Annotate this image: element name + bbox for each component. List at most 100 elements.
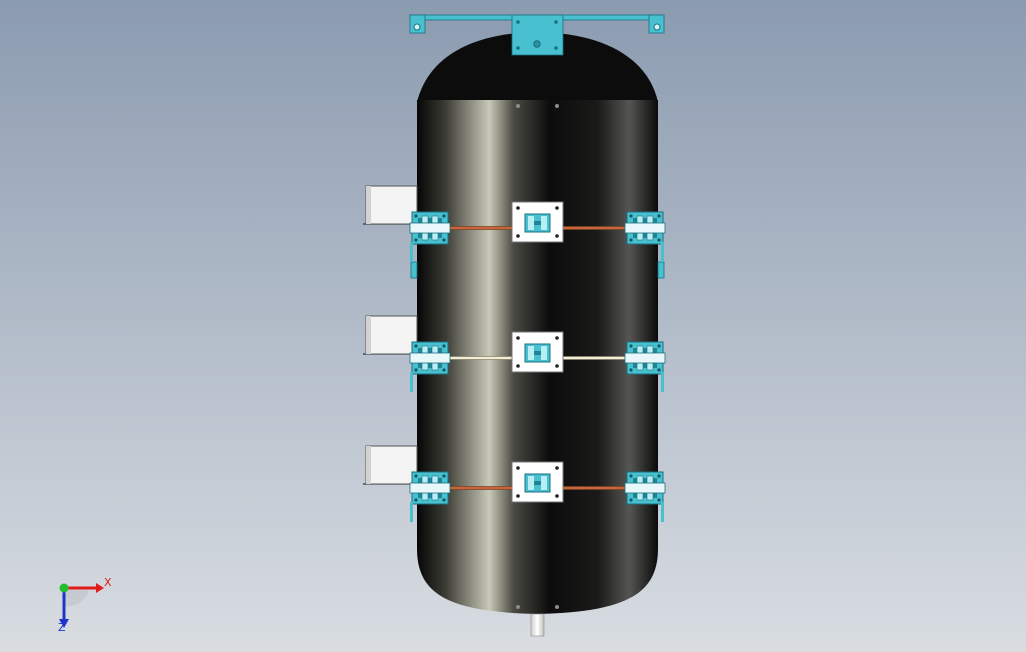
clamp-bolt	[442, 368, 446, 372]
tank-dot	[516, 605, 520, 609]
clamp-bolt	[442, 344, 446, 348]
tank-bolt-dots	[516, 104, 559, 609]
plate-bolt	[516, 364, 520, 368]
tank-body[interactable]	[417, 32, 658, 614]
right-clamp	[624, 211, 666, 245]
left-clamp-leg	[410, 242, 413, 262]
view-triad[interactable]	[59, 583, 104, 628]
clamp-bolt	[657, 238, 661, 242]
plate-clamp-jaw	[528, 346, 534, 360]
x-axis-arrowhead	[96, 583, 104, 593]
side-box-edge	[366, 316, 371, 354]
side-box-edge	[366, 186, 371, 224]
side-box-edge	[366, 446, 371, 484]
clamp-bolt-bar	[624, 352, 666, 364]
clamp-bolt	[629, 238, 633, 242]
plate-bolt	[555, 494, 559, 498]
right-clamp	[624, 471, 666, 505]
top-mounting-bracket[interactable]	[409, 14, 665, 56]
tank-dot	[516, 104, 520, 108]
side-mount-box	[365, 445, 418, 485]
right-clamp-leg	[661, 372, 664, 392]
plate-bolt	[516, 336, 520, 340]
plate-clamp-jaw	[541, 216, 547, 230]
plate-bolt	[516, 234, 520, 238]
plate-bolt	[516, 206, 520, 210]
clamp-band	[363, 315, 666, 392]
plate-bolt	[555, 336, 559, 340]
bracket-right-hole	[653, 23, 661, 31]
clamp-bolt	[414, 238, 418, 242]
plate-clamp-jaw	[528, 216, 534, 230]
z-axis-arrowhead	[59, 619, 69, 628]
bracket-left-hole	[413, 23, 421, 31]
plate-bolt	[555, 364, 559, 368]
side-mount-box	[365, 315, 418, 355]
right-side-tab	[657, 261, 665, 279]
tank-dot	[555, 605, 559, 609]
bracket-bolt	[554, 46, 558, 50]
clamp-bolt	[414, 474, 418, 478]
clamp-bolt	[629, 498, 633, 502]
clamp-bolt	[414, 344, 418, 348]
clamp-bolt	[414, 368, 418, 372]
side-mount-box	[365, 185, 418, 225]
tank-dot	[555, 104, 559, 108]
clamp-bolt	[414, 498, 418, 502]
bracket-bolt	[554, 20, 558, 24]
center-plate	[511, 201, 564, 243]
right-clamp	[624, 341, 666, 375]
clamp-bolt	[657, 498, 661, 502]
clamp-bolt	[629, 344, 633, 348]
clamp-bolt	[629, 368, 633, 372]
right-clamp-leg	[661, 242, 664, 262]
clamp-bolt	[629, 214, 633, 218]
clamp-bolt	[657, 344, 661, 348]
clamp-bolt-bar	[409, 352, 451, 364]
plate-clamp-jaw	[541, 346, 547, 360]
plate-bolt	[516, 494, 520, 498]
clamp-bolt-bar	[409, 482, 451, 494]
clamp-bolt	[629, 474, 633, 478]
plate-clamp-slot	[534, 351, 541, 355]
bracket-bolt	[516, 20, 520, 24]
left-clamp-leg	[410, 372, 413, 392]
clamp-bolt-bar	[409, 222, 451, 234]
clamp-bolt	[657, 214, 661, 218]
left-clamp	[409, 211, 451, 245]
clamp-bolt	[414, 214, 418, 218]
clamp-bolt	[442, 238, 446, 242]
triad-plane-shade	[64, 590, 89, 607]
plate-bolt	[555, 206, 559, 210]
clamp-bolt-bar	[624, 222, 666, 234]
left-clamp	[409, 471, 451, 505]
bracket-bolt	[516, 46, 520, 50]
right-clamp-leg	[661, 502, 664, 522]
clamp-bolt	[657, 368, 661, 372]
bracket-center-hole	[533, 40, 541, 48]
clamp-band	[363, 185, 666, 262]
y-axis-dot	[59, 583, 69, 593]
plate-bolt	[555, 234, 559, 238]
clamp-bolt	[442, 474, 446, 478]
plate-clamp-slot	[534, 481, 541, 485]
clamp-band	[363, 445, 666, 522]
clamp-bolt-bar	[624, 482, 666, 494]
bottom-outlet-pipe[interactable]	[530, 613, 545, 637]
plate-clamp-jaw	[541, 476, 547, 490]
clamp-bolt	[442, 214, 446, 218]
left-side-tab	[410, 261, 418, 279]
z-axis-label: Z	[58, 621, 66, 634]
x-axis-label: X	[104, 576, 112, 589]
tank-top-dome	[417, 32, 658, 102]
left-clamp	[409, 341, 451, 375]
left-clamp-leg	[410, 502, 413, 522]
clamp-bolt	[442, 498, 446, 502]
plate-bolt	[555, 466, 559, 470]
clamp-bolt	[657, 474, 661, 478]
plate-bolt	[516, 466, 520, 470]
plate-clamp-jaw	[528, 476, 534, 490]
clamp-bands[interactable]	[363, 185, 666, 522]
